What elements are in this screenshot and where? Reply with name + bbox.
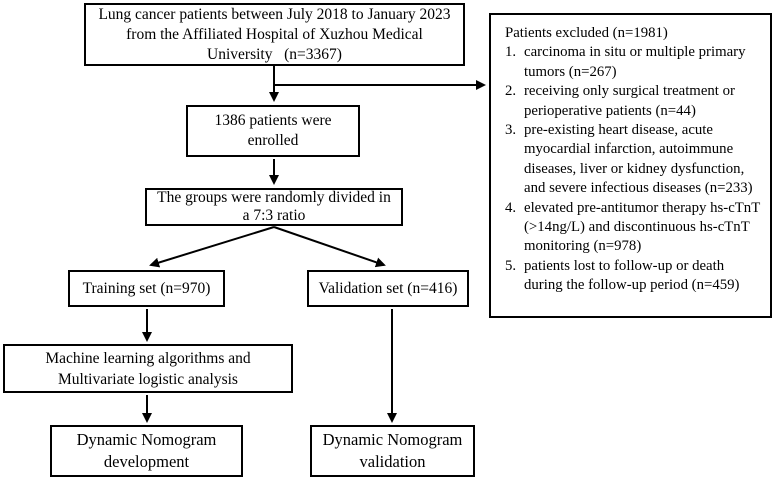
source-line-3: University (n=3367) [207,45,342,63]
excluded-item-4: 4. elevated pre-antitumor therapy hs-cTn… [505,199,760,257]
excluded-item-2: 2. receiving only surgical treatment or … [505,82,760,121]
nomogram-validation-line-2: validation [359,452,426,471]
excluded-item-2-text: receiving only surgical treatment or per… [524,83,735,119]
excluded-title: Patients excluded (n=1981) [505,25,668,41]
ml-line-2: Multivariate logistic analysis [58,370,238,388]
ml-line-1: Machine learning algorithms and [45,349,251,367]
nomogram-validation-line-1: Dynamic Nomogram [322,430,463,449]
split-line-2: a 7:3 ratio [242,207,306,224]
nomogram-development-line-1: Dynamic Nomogram [76,430,217,449]
excluded-item-4-number: 4. [505,199,517,216]
split-line-1: The groups were randomly divided in [157,189,391,206]
nomogram-development-box: Dynamic Nomogram development [50,425,243,477]
enrolled-patients-box: 1386 patients were enrolled [186,105,360,157]
validation-set-label: Validation set (n=416) [318,279,458,297]
training-set-box: Training set (n=970) [68,270,225,307]
enrolled-line-1: 1386 patients were [214,112,332,129]
excluded-item-4-text: elevated pre-antitumor therapy hs-cTnT (… [524,199,760,255]
excluded-item-1-number: 1. [505,44,517,61]
source-line-2: from the Affiliated Hospital of Xuzhou M… [126,25,423,43]
random-split-box: The groups were randomly divided in a 7:… [145,188,403,226]
excluded-item-1: 1. carcinoma in situ or multiple primary… [505,43,760,82]
excluded-item-3-text: pre-existing heart disease, acute myocar… [524,122,753,197]
machine-learning-box: Machine learning algorithms and Multivar… [3,344,293,393]
excluded-item-5-number: 5. [505,257,517,274]
nomogram-development-line-2: development [103,452,190,471]
excluded-item-3: 3. pre-existing heart disease, acute myo… [505,121,760,199]
nomogram-validation-box: Dynamic Nomogram validation [310,425,475,477]
excluded-item-5-text: patients lost to follow-up or death duri… [524,257,740,294]
excluded-item-2-number: 2. [505,83,517,100]
arrow-split-to-validation [273,226,386,268]
enrolled-line-2: enrolled [247,132,299,149]
training-set-label: Training set (n=970) [82,279,211,297]
source-line-1: Lung cancer patients between July 2018 t… [98,5,451,23]
source-population-box: Lung cancer patients between July 2018 t… [84,3,465,66]
excluded-item-5: 5. patients lost to follow-up or death d… [505,257,760,296]
excluded-patients-box: Patients excluded (n=1981) 1. carcinoma … [489,13,772,318]
excluded-item-3-number: 3. [505,122,517,139]
arrow-split-to-training [149,226,275,268]
excluded-item-1-text: carcinoma in situ or multiple primary tu… [524,44,746,80]
validation-set-box: Validation set (n=416) [307,270,469,307]
